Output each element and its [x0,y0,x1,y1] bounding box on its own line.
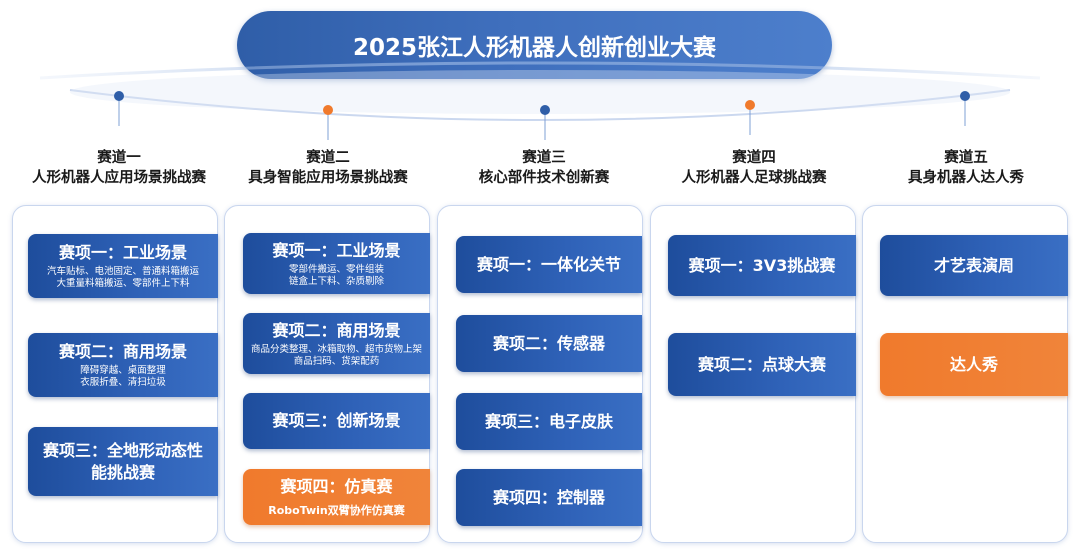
track-4-number: 赛道四 [732,150,776,166]
track-1-item-1[interactable]: 赛项一：工业场景 汽车贴标、电池固定、普通料箱搬运 大重量料箱搬运、零部件上下料 [28,234,218,298]
track-2-item-3[interactable]: 赛项三：创新场景 [243,393,430,449]
item-detail: RoboTwin双臂协作仿真赛 [268,504,405,517]
track-5-heading: 赛道五 具身机器人达人秀 [859,148,1073,188]
item-title: 赛项一：工业场景 [272,240,401,260]
track-3-item-1[interactable]: 赛项一：一体化关节 [456,236,642,293]
track-3-name: 核心部件技术创新赛 [478,170,610,186]
track-4-name: 人形机器人足球挑战赛 [681,170,827,186]
item-title: 能挑战赛 [90,462,155,482]
track-2-item-2[interactable]: 赛项二：商用场景 商品分类整理、冰箱取物、超市货物上架 商品扫码、货架配药 [243,313,430,374]
track-4-heading: 赛道四 人形机器人足球挑战赛 [647,148,861,188]
item-title: 赛项三：创新场景 [272,411,401,430]
item-title: 赛项四：控制器 [492,487,605,507]
track-1-number: 赛道一 [97,150,141,166]
track-3-number: 赛道三 [522,150,566,166]
page-title: 2025张江人形机器人创新创业大赛 [237,11,832,79]
track-2-item-1[interactable]: 赛项一：工业场景 零部件搬运、零件组装 链盒上下料、杂质剔除 [243,233,430,294]
track-2-number: 赛道二 [306,150,350,166]
track-2-item-4[interactable]: 赛项四：仿真赛 RoboTwin双臂协作仿真赛 [243,469,430,525]
timeline-dot-3 [540,105,550,115]
track-2-name: 具身智能应用场景挑战赛 [248,170,408,186]
item-detail: 商品分类整理、冰箱取物、超市货物上架 [250,343,422,355]
item-title: 赛项三：全地形动态性 [42,440,203,460]
item-detail: 障碍穿越、桌面整理 [80,365,166,376]
item-detail: 商品扫码、货架配药 [293,355,380,367]
timeline-dot-5 [960,91,970,101]
track-3-item-4[interactable]: 赛项四：控制器 [456,469,642,526]
timeline-arc [39,61,1041,140]
timeline-dot-2 [323,105,333,115]
item-detail: 衣服折叠、清扫垃圾 [80,377,166,388]
track-3-heading: 赛道三 核心部件技术创新赛 [437,148,651,188]
item-title: 赛项二：商用场景 [58,342,187,361]
track-1-name: 人形机器人应用场景挑战赛 [32,170,206,186]
item-title: 赛项二：商用场景 [272,320,401,340]
track-4-item-1[interactable]: 赛项一：3V3挑战赛 [668,235,856,296]
timeline-dot-1 [114,91,124,101]
item-title: 赛项二：点球大赛 [697,354,826,374]
track-5-name: 具身机器人达人秀 [908,170,1024,186]
track-3-item-3[interactable]: 赛项三：电子皮肤 [456,393,642,450]
item-detail: 大重量料箱搬运、零部件上下料 [56,278,190,289]
timeline-dot-4 [745,100,755,110]
item-title: 达人秀 [949,354,998,374]
item-title: 赛项一：3V3挑战赛 [688,255,836,275]
track-5-item-2[interactable]: 达人秀 [880,333,1068,396]
track-3-item-2[interactable]: 赛项二：传感器 [456,315,642,372]
item-title: 赛项四：仿真赛 [280,477,393,496]
track-4-item-2[interactable]: 赛项二：点球大赛 [668,333,856,396]
track-1-heading: 赛道一 人形机器人应用场景挑战赛 [12,148,226,188]
track-5-item-1[interactable]: 才艺表演周 [880,235,1068,296]
item-title: 赛项二：传感器 [492,333,605,353]
item-detail: 汽车贴标、电池固定、普通料箱搬运 [46,266,199,277]
item-detail: 零部件搬运、零件组装 [288,263,384,275]
track-2-heading: 赛道二 具身智能应用场景挑战赛 [221,148,435,188]
track-5-number: 赛道五 [944,150,988,166]
item-title: 才艺表演周 [933,255,1014,275]
item-detail: 链盒上下料、杂质剔除 [288,275,384,287]
item-title: 赛项一：工业场景 [58,243,187,262]
item-title: 赛项三：电子皮肤 [484,411,613,431]
track-1-item-3[interactable]: 赛项三：全地形动态性 能挑战赛 [28,427,218,496]
item-title: 赛项一：一体化关节 [476,254,621,274]
track-1-item-2[interactable]: 赛项二：商用场景 障碍穿越、桌面整理 衣服折叠、清扫垃圾 [28,333,218,397]
